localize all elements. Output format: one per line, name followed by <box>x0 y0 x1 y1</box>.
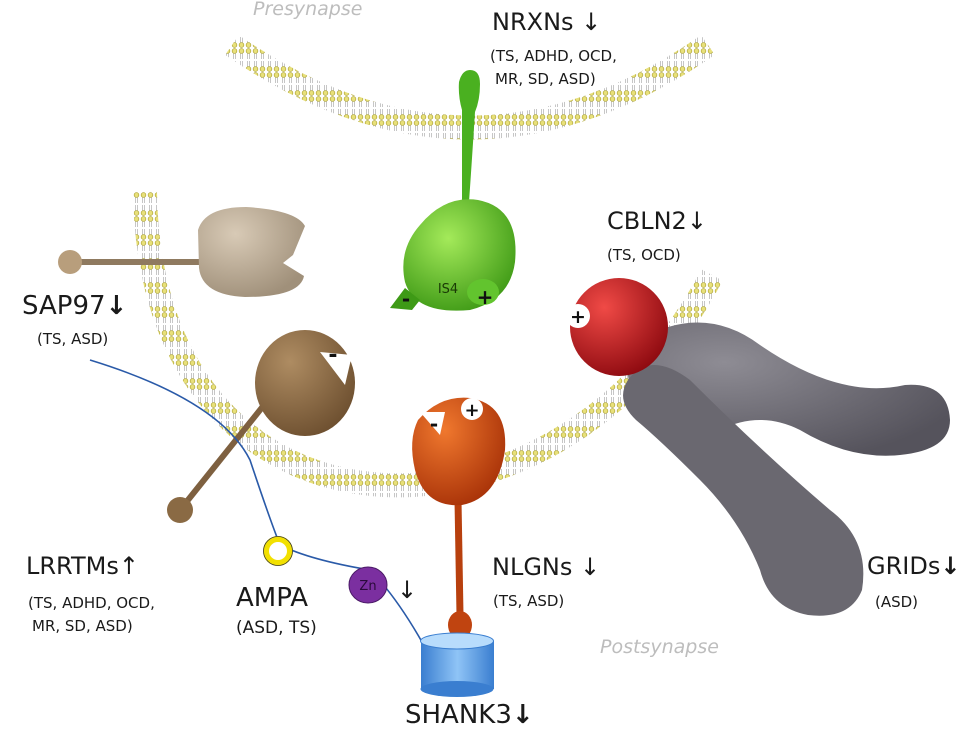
nrxns-protein: IS4 - + <box>390 70 516 311</box>
lrrtms-name: LRRTMs <box>26 552 119 580</box>
nlgns-title: NLGNs ↓ <box>492 553 600 581</box>
zn-ion: Zn ↓ <box>348 566 417 604</box>
zn-label: Zn <box>359 579 376 594</box>
presynapse-label: Presynapse <box>253 0 363 20</box>
is4-label: IS4 <box>438 282 458 297</box>
sap97-protein <box>58 207 305 297</box>
nrxns-arrow: ↓ <box>581 8 602 36</box>
nlgns-arrow: ↓ <box>580 553 601 581</box>
cbln2-arrow: ↓ <box>686 207 707 235</box>
nrxns-name: NRXNs <box>492 8 574 36</box>
nrxn-minus-label: - <box>402 287 410 311</box>
nrxn-plus-label: + <box>477 285 494 309</box>
lrrtms-protein: - <box>167 330 355 523</box>
sap97-title: SAP97↓ <box>22 291 127 321</box>
sap97-disorders: (TS, ASD) <box>37 330 109 348</box>
ampa-disorders: (ASD, TS) <box>236 618 317 638</box>
cbln2-protein: + <box>566 278 668 376</box>
nlgn-minus-label: - <box>430 412 438 436</box>
nlgns-disorders: (TS, ASD) <box>493 592 565 610</box>
ampa-receptor <box>263 536 293 566</box>
shank3-protein <box>420 632 494 697</box>
cbln2-title: CBLN2↓ <box>607 207 707 235</box>
grids-protein <box>623 322 950 616</box>
lrrtms-disorders-2: MR, SD, ASD) <box>32 617 133 635</box>
sap97-arrow: ↓ <box>105 291 128 321</box>
shank3-title: SHANK3↓ <box>405 700 534 730</box>
grids-name: GRIDs <box>867 552 941 580</box>
nlgns-protein: - + <box>412 397 506 639</box>
grids-arrow: ↓ <box>940 552 961 580</box>
cbln2-disorders: (TS, OCD) <box>607 246 681 264</box>
zn-arrow: ↓ <box>397 576 417 604</box>
shank3-arrow: ↓ <box>511 700 534 730</box>
nrxns-disorders-1: (TS, ADHD, OCD, <box>490 47 617 65</box>
cbln2-name: CBLN2 <box>607 207 687 235</box>
lrrtms-disorders-1: (TS, ADHD, OCD, <box>28 594 155 612</box>
cbln2-plus-label: + <box>570 306 586 328</box>
lrrtms-title: LRRTMs↑ <box>26 552 139 580</box>
postsynapse-label: Postsynapse <box>600 636 719 658</box>
nrxns-title: NRXNs ↓ <box>492 8 601 36</box>
ampa-name: AMPA <box>236 583 309 613</box>
grids-title: GRIDs↓ <box>867 552 960 580</box>
shank3-name: SHANK3 <box>405 700 512 730</box>
sap97-name: SAP97 <box>22 291 106 321</box>
nrxns-disorders-2: MR, SD, ASD) <box>495 70 596 88</box>
nlgn-plus-label: + <box>464 400 479 421</box>
lrrtms-arrow: ↑ <box>118 552 139 580</box>
nlgns-name: NLGNs <box>492 553 573 581</box>
grids-disorders: (ASD) <box>875 593 919 611</box>
lrrtm-minus-label: - <box>328 343 337 368</box>
